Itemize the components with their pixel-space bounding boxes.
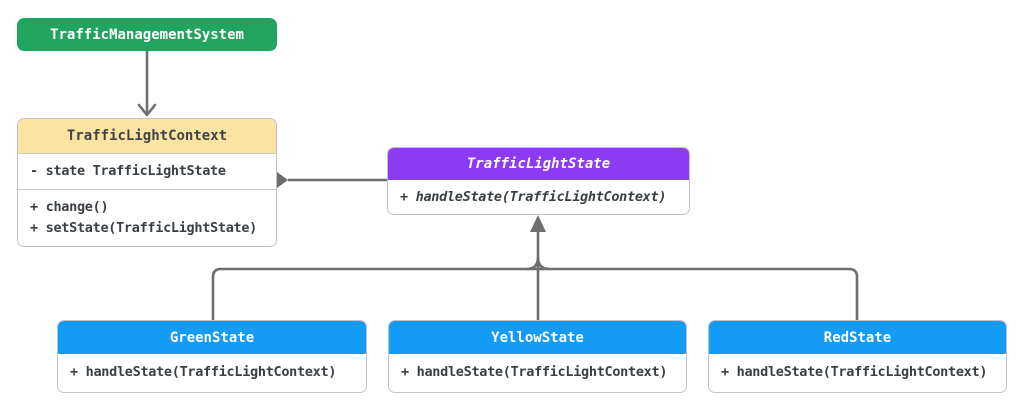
attribute-row: - state TrafficLightState (30, 163, 226, 179)
class-traffic-light-context[interactable]: TrafficLightContext - state TrafficLight… (17, 118, 277, 247)
class-title: TrafficManagementSystem (17, 18, 277, 51)
class-title: GreenState (58, 321, 366, 354)
generalization-tree (211, 215, 859, 320)
method-row: + handleState(TrafficLightContext) (401, 364, 668, 380)
class-title: TrafficLightContext (18, 119, 276, 154)
class-traffic-management-system[interactable]: TrafficManagementSystem (17, 18, 277, 51)
class-yellow-state[interactable]: YellowState + handleState(TrafficLightCo… (388, 320, 687, 393)
class-title: TrafficLightState (388, 148, 689, 180)
class-traffic-light-state[interactable]: TrafficLightState + handleState(TrafficL… (387, 147, 690, 215)
generalization-arrowhead-icon (530, 215, 546, 232)
attributes-section: - state TrafficLightState (18, 154, 276, 189)
method-row: + setState(TrafficLightState) (30, 220, 258, 236)
method-row: + handleState(TrafficLightContext) (70, 364, 337, 380)
methods-section: + handleState(TrafficLightContext) (709, 354, 1006, 392)
class-title: YellowState (389, 321, 686, 354)
class-red-state[interactable]: RedState + handleState(TrafficLightConte… (708, 320, 1007, 393)
methods-section: + handleState(TrafficLightContext) (389, 354, 686, 392)
association-arrow (137, 50, 157, 117)
class-title: RedState (709, 321, 1006, 354)
method-row: + change() (30, 199, 109, 215)
method-row: + handleState(TrafficLightContext) (400, 189, 667, 205)
methods-section: + handleState(TrafficLightContext) (388, 180, 689, 214)
method-row: + handleState(TrafficLightContext) (721, 364, 988, 380)
composition-link (266, 172, 387, 188)
class-green-state[interactable]: GreenState + handleState(TrafficLightCon… (57, 320, 367, 393)
methods-section: + handleState(TrafficLightContext) (58, 354, 366, 392)
methods-section: + change() + setState(TrafficLightState) (18, 189, 276, 246)
